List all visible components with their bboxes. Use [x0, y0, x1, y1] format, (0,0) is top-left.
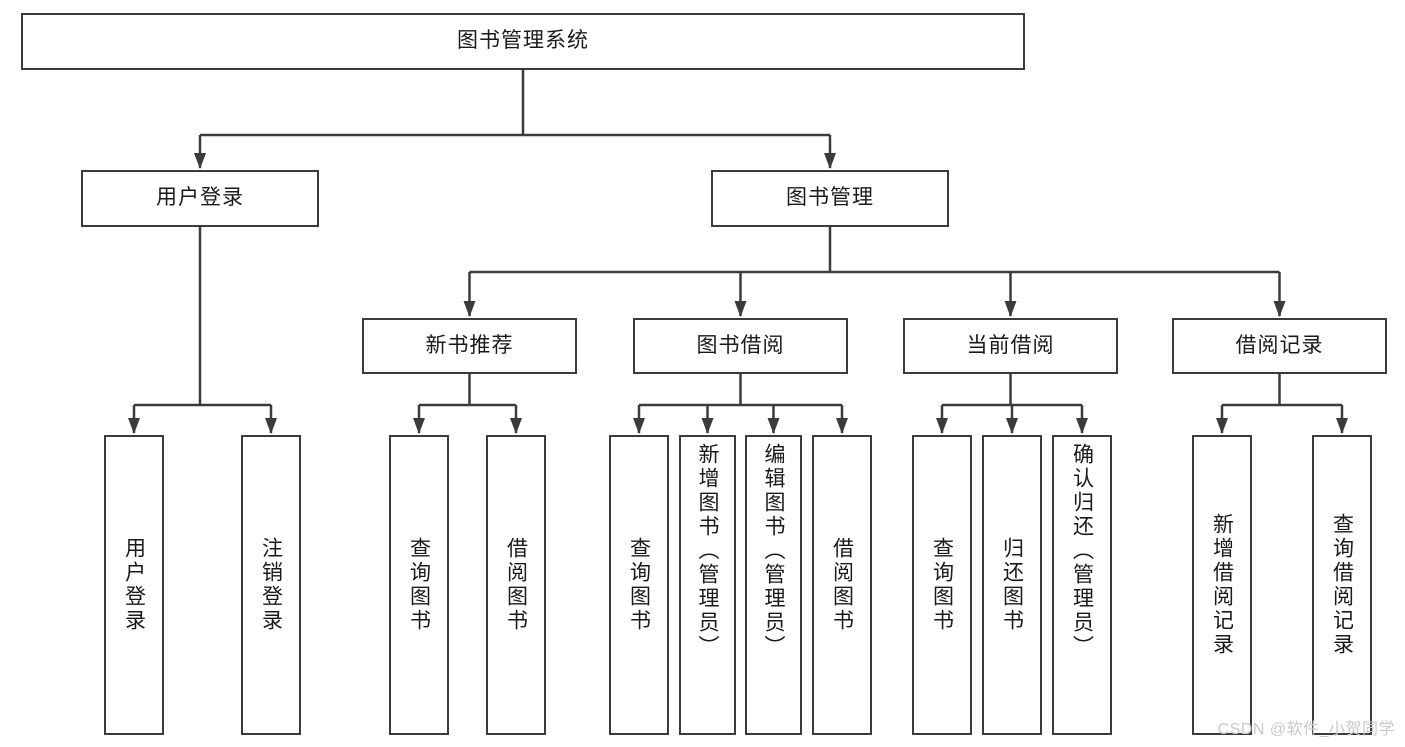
node-leaf-edit-book-admin-label: 编辑图书（管理员） — [762, 443, 786, 659]
node-leaf-query-book-rec-label: 查询图书 — [407, 537, 431, 633]
node-user-login[interactable]: 用户登录 — [81, 170, 319, 227]
node-leaf-query-book-cb-label: 查询图书 — [930, 537, 954, 633]
node-borrow-record-label: 借阅记录 — [1235, 333, 1324, 357]
node-leaf-query-book-cb[interactable]: 查询图书 — [912, 435, 972, 735]
node-leaf-user-login[interactable]: 用户登录 — [104, 435, 164, 735]
node-book-manage[interactable]: 图书管理 — [711, 170, 949, 227]
node-leaf-query-borrow-record-label: 查询借阅记录 — [1330, 513, 1354, 657]
node-leaf-logout-label: 注销登录 — [259, 537, 283, 633]
node-leaf-query-book-bb-label: 查询图书 — [627, 537, 651, 633]
node-leaf-return-book[interactable]: 归还图书 — [982, 435, 1042, 735]
node-leaf-add-borrow-record[interactable]: 新增借阅记录 — [1192, 435, 1252, 735]
node-borrow-record[interactable]: 借阅记录 — [1172, 318, 1387, 374]
node-new-book-rec[interactable]: 新书推荐 — [362, 318, 577, 374]
node-book-borrow[interactable]: 图书借阅 — [633, 318, 848, 374]
node-leaf-logout[interactable]: 注销登录 — [241, 435, 301, 735]
node-leaf-confirm-return-admin[interactable]: 确认归还（管理员） — [1052, 435, 1112, 735]
node-leaf-confirm-return-admin-label: 确认归还（管理员） — [1070, 443, 1094, 659]
node-leaf-borrow-book-rec[interactable]: 借阅图书 — [486, 435, 546, 735]
node-leaf-add-book-admin-label: 新增图书（管理员） — [696, 443, 720, 659]
node-leaf-return-book-label: 归还图书 — [1000, 537, 1024, 633]
node-leaf-query-book-rec[interactable]: 查询图书 — [389, 435, 449, 735]
node-user-login-label: 用户登录 — [156, 186, 244, 210]
node-leaf-borrow-book-bb-label: 借阅图书 — [830, 537, 854, 633]
node-new-book-rec-label: 新书推荐 — [425, 333, 514, 357]
node-leaf-user-login-label: 用户登录 — [122, 537, 146, 633]
watermark: CSDN @软件_小贺同学 — [1217, 721, 1395, 738]
node-current-borrow[interactable]: 当前借阅 — [903, 318, 1118, 374]
node-leaf-borrow-book-bb[interactable]: 借阅图书 — [812, 435, 872, 735]
node-leaf-add-borrow-record-label: 新增借阅记录 — [1210, 513, 1234, 657]
node-book-borrow-label: 图书借阅 — [696, 333, 785, 357]
node-leaf-edit-book-admin[interactable]: 编辑图书（管理员） — [745, 435, 802, 735]
node-leaf-query-book-bb[interactable]: 查询图书 — [609, 435, 669, 735]
node-root[interactable]: 图书管理系统 — [21, 13, 1025, 70]
node-current-borrow-label: 当前借阅 — [966, 333, 1055, 357]
node-book-manage-label: 图书管理 — [786, 186, 874, 210]
node-leaf-add-book-admin[interactable]: 新增图书（管理员） — [679, 435, 736, 735]
node-leaf-query-borrow-record[interactable]: 查询借阅记录 — [1312, 435, 1372, 735]
node-leaf-borrow-book-rec-label: 借阅图书 — [504, 537, 528, 633]
node-root-label: 图书管理系统 — [457, 29, 589, 53]
